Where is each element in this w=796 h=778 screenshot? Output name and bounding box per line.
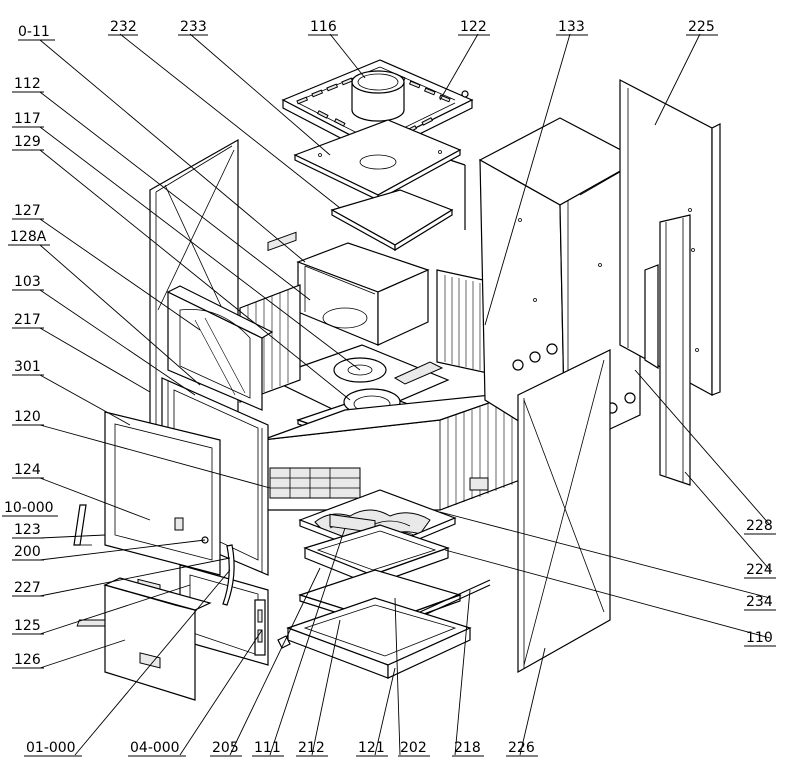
label-228: 228: [746, 518, 773, 534]
label-205: 205: [212, 740, 239, 756]
label-10-000: 10-000: [4, 500, 54, 516]
part-labels: 0-11 232 233 116 122 133 225 112 117 129…: [2, 19, 776, 757]
part-deflector-232: [330, 189, 454, 252]
part-hinges-04: [254, 599, 291, 656]
label-124: 124: [14, 462, 41, 478]
label-225: 225: [688, 19, 715, 35]
part-strip-228: [644, 264, 659, 370]
label-126: 126: [14, 652, 41, 668]
label-110: 110: [746, 630, 773, 646]
label-224: 224: [746, 562, 773, 578]
part-door-inner-127: [166, 285, 274, 411]
label-226: 226: [508, 740, 535, 756]
part-baffle-117: [266, 344, 450, 421]
label-01-000: 01-000: [26, 740, 76, 756]
part-smoke-box-112: [296, 242, 430, 346]
label-122: 122: [460, 19, 487, 35]
part-front-door-123: [104, 411, 221, 594]
label-123: 123: [14, 522, 41, 538]
label-125: 125: [14, 618, 41, 634]
label-127: 127: [14, 203, 41, 219]
part-firebox-120: [261, 391, 521, 511]
label-234: 234: [746, 594, 773, 610]
label-227: 227: [14, 580, 41, 596]
label-0-11: 0-11: [18, 24, 50, 40]
label-112: 112: [14, 76, 41, 92]
label-121: 121: [358, 740, 385, 756]
leader-lines: [39, 33, 771, 756]
label-212: 212: [298, 740, 325, 756]
label-202: 202: [400, 740, 427, 756]
label-111: 111: [254, 740, 281, 756]
part-lower-door-126: [103, 577, 212, 701]
part-plate-233: [293, 119, 462, 202]
part-rear-strip-224: [659, 214, 691, 486]
label-116: 116: [310, 19, 337, 35]
stove-parts: [73, 59, 721, 701]
label-233: 233: [180, 19, 207, 35]
label-04-000: 04-000: [130, 740, 180, 756]
top-plate-slots: [296, 73, 451, 134]
label-218: 218: [454, 740, 481, 756]
label-128A: 128A: [10, 229, 47, 245]
label-117: 117: [14, 111, 41, 127]
part-top-plate: [281, 59, 474, 157]
label-133: 133: [558, 19, 585, 35]
label-103: 103: [14, 274, 41, 290]
label-120: 120: [14, 409, 41, 425]
label-129: 129: [14, 134, 41, 150]
part-side-panel-right: [517, 349, 611, 674]
label-217: 217: [14, 312, 41, 328]
label-232: 232: [110, 19, 137, 35]
label-200: 200: [14, 544, 41, 560]
label-301: 301: [14, 359, 41, 375]
part-handle: [73, 504, 92, 546]
